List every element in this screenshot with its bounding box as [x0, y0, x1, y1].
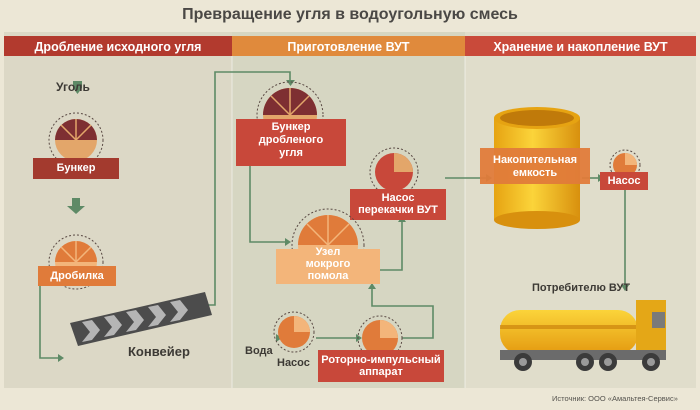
- water-pump-icon: [273, 311, 315, 353]
- down-arrows: [67, 81, 85, 214]
- wet-grinding-label-3: помола: [307, 270, 349, 282]
- to-consumer-label: Потребителю ВУТ: [532, 282, 631, 294]
- crushed-bunker-icon: [236, 81, 346, 166]
- rotor-apparatus-icon: [318, 315, 444, 382]
- water-pump-label: Насос: [277, 357, 310, 369]
- flow-lines: [39, 71, 626, 359]
- section-header-preparation: Приготовление ВУТ: [287, 40, 410, 54]
- section-header-bar-crushing: [4, 36, 232, 56]
- rotor-apparatus-label-2: аппарат: [359, 366, 403, 378]
- wet-grinding-label-2: мокрого: [305, 258, 351, 270]
- section-header-storage: Хранение и накопление ВУТ: [493, 40, 668, 54]
- section-header-bar-storage: [465, 36, 696, 56]
- storage-pump-label: Насос: [607, 175, 641, 187]
- storage-tank-label-2: емкость: [512, 167, 558, 179]
- source-note: Источник: ООО «Амальтея-Сервис»: [552, 394, 678, 403]
- crushed-bunker-label-1: Бункер: [271, 121, 311, 133]
- diagram-title: Превращение угля в водоугольную смесь: [182, 6, 518, 23]
- transfer-pump-label-1: Насос: [381, 192, 415, 204]
- conveyor-icon: [70, 292, 212, 346]
- conveyor-label: Конвейер: [128, 344, 190, 359]
- wet-grinding-icon: [276, 208, 380, 284]
- coal-label: Уголь: [56, 80, 90, 94]
- crushed-bunker-label-3: угля: [279, 147, 303, 159]
- crushed-bunker-label-2: дробленого: [258, 134, 324, 146]
- crusher-icon: [38, 234, 116, 290]
- section-header-bar-preparation: [232, 36, 465, 56]
- storage-pump-icon: [600, 149, 648, 190]
- storage-tank-label-1: Накопительная: [493, 154, 577, 166]
- wet-grinding-label-1: Узел: [315, 246, 341, 258]
- rotor-apparatus-label-1: Роторно-импульсный: [321, 354, 441, 366]
- transfer-pump-icon: [350, 147, 446, 220]
- bunker-icon: [33, 112, 119, 179]
- section-header-crushing: Дробление исходного угля: [34, 40, 202, 54]
- storage-tank-icon: [480, 107, 590, 229]
- crusher-label: Дробилка: [50, 270, 104, 282]
- bunker-label: Бункер: [56, 162, 96, 174]
- transfer-pump-label-2: перекачки ВУТ: [358, 204, 438, 216]
- tanker-truck-icon: [500, 300, 666, 371]
- water-label: Вода: [245, 345, 273, 357]
